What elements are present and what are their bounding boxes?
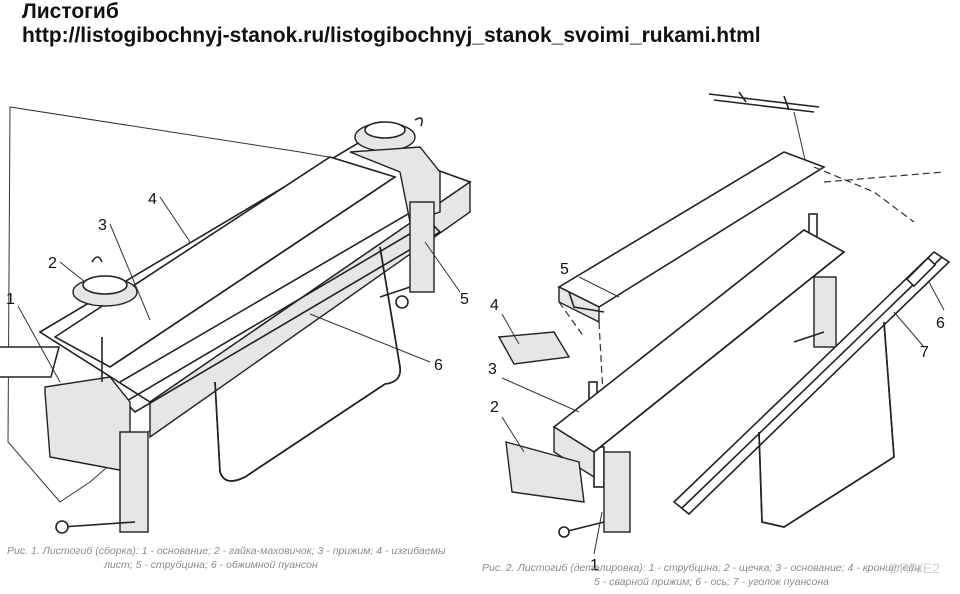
label-1: 1 — [590, 557, 599, 574]
cheek-plate — [505, 441, 585, 503]
label-4: 4 — [490, 297, 499, 314]
label-7: 7 — [920, 344, 929, 361]
exploded-drawing: 5 4 3 2 1 6 7 — [488, 91, 951, 574]
right-vise — [409, 201, 435, 293]
source-url: http://listogibochnyj-stanok.ru/listogib… — [22, 24, 761, 47]
left-base-block — [44, 376, 131, 473]
label-5: 5 — [560, 261, 569, 278]
figure-assembly: 1 2 3 4 5 6 — [0, 82, 484, 594]
bolt-c — [593, 446, 605, 488]
punch-bar — [123, 220, 442, 414]
welding-torch — [708, 91, 820, 113]
label-4: 4 — [148, 191, 157, 208]
assembly-drawing: 1 2 3 4 5 6 — [0, 106, 472, 534]
label-6: 6 — [434, 357, 443, 374]
figure1-caption-line2: лист; 5 - струбцина; 6 - обжимной пуансо… — [104, 559, 318, 571]
label-2: 2 — [490, 399, 499, 416]
figure2-caption-line1: Рис. 2. Листогиб (деталировка): 1 - стру… — [482, 562, 923, 574]
left-vise — [119, 431, 149, 533]
page-title: Листогиб — [22, 0, 119, 23]
label-6: 6 — [936, 315, 945, 332]
figure1-caption-line1: Рис. 1. Листогиб (сборка): 1 - основание… — [7, 545, 446, 557]
bracket — [497, 331, 571, 365]
left-clamp-plate — [0, 346, 61, 378]
label-2: 2 — [48, 255, 57, 272]
right-clamp — [813, 276, 837, 348]
watermark: DRIVE2 — [889, 560, 940, 576]
label-1: 1 — [6, 291, 15, 308]
label-3: 3 — [98, 217, 107, 234]
figure-exploded: 5 4 3 2 1 6 7 — [484, 82, 960, 594]
axis-pin — [905, 256, 937, 288]
label-5: 5 — [460, 291, 469, 308]
figure2-caption-line2: 5 - сварной прижим; 6 - ось; 7 - уголок … — [594, 576, 829, 588]
label-3: 3 — [488, 361, 497, 378]
bottom-clamp — [603, 451, 631, 533]
